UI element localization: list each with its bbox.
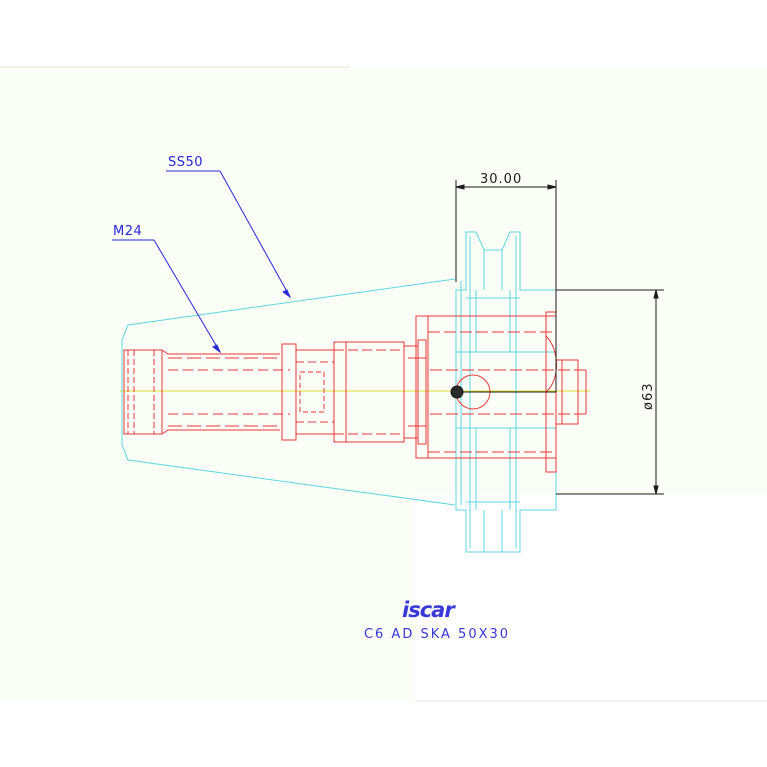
taper-leader: [166, 170, 292, 299]
drawing-title: C6 AD SKA 50X30: [364, 627, 510, 642]
pivot-pin: [450, 385, 464, 399]
thread-label: M24: [113, 224, 142, 239]
thread-leader: [112, 239, 222, 354]
reference-lines: [461, 290, 557, 393]
width-dimension: [455, 180, 557, 290]
width-dimension-label: 30.00: [480, 172, 522, 187]
sheet-lower-panel: [0, 494, 415, 701]
iscar-logo: iscar: [402, 598, 456, 622]
diameter-dimension: [556, 289, 664, 495]
internal-components: [123, 311, 587, 473]
taper-label: SS50: [168, 155, 203, 170]
diameter-dimension-label: ø63: [641, 383, 656, 411]
